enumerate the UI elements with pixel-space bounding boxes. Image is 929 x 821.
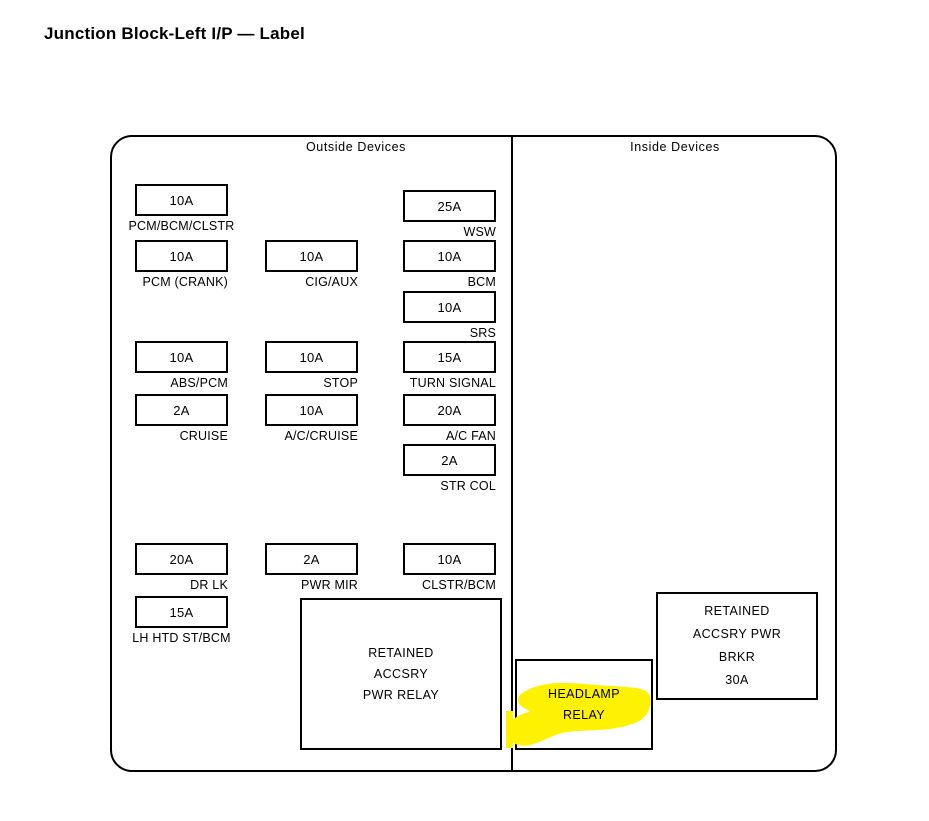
fuse-rating[interactable]: 20A [135, 543, 228, 575]
fuse-rating[interactable]: 20A [403, 394, 496, 426]
fuse-label: CLSTR/BCM [421, 578, 496, 592]
fuse-rating[interactable]: 10A [265, 394, 358, 426]
fuse-rating[interactable]: 10A [403, 240, 496, 272]
relay-label-line: 30A [725, 673, 749, 687]
fuse-label: A/C/CRUISE [284, 429, 358, 443]
fuse-label: PCM (CRANK) [142, 275, 228, 289]
fuse-rating[interactable]: 10A [135, 240, 228, 272]
relay-label-line: ACCSRY PWR [692, 627, 782, 641]
fuse-rating[interactable]: 25A [403, 190, 496, 222]
fuse-label: WSW [463, 225, 496, 239]
fuse-label: TURN SIGNAL [409, 376, 496, 390]
fuse-rating[interactable]: 10A [265, 240, 358, 272]
relay-label-line: PWR RELAY [362, 687, 440, 702]
fuse-cell[interactable]: 25A WSW [403, 190, 496, 241]
fuse-label: PCM/BCM/CLSTR [128, 219, 235, 233]
section-divider [511, 135, 513, 772]
fuse-cell[interactable]: 2A CRUISE [135, 394, 228, 445]
fuse-cell[interactable]: 10A BCM [403, 240, 496, 291]
fuse-rating[interactable]: 2A [265, 543, 358, 575]
fuse-cell[interactable]: 2A PWR MIR [265, 543, 358, 594]
fuse-cell[interactable]: 15A LH HTD ST/BCM [132, 596, 231, 647]
fuse-label: BCM [467, 275, 496, 289]
relay-label-line: HEADLAMP [548, 686, 620, 701]
fuse-cell[interactable]: 20A A/C FAN [403, 394, 496, 445]
fuse-rating[interactable]: 10A [403, 543, 496, 575]
fuse-rating[interactable]: 10A [135, 341, 228, 373]
relay-label-line: ACCSRY [373, 666, 429, 681]
fuse-cell[interactable]: 10A CIG/AUX [265, 240, 358, 291]
fuse-cell[interactable]: 10A CLSTR/BCM [403, 543, 496, 594]
fuse-label: CIG/AUX [305, 275, 358, 289]
fuse-label: CRUISE [179, 429, 228, 443]
fuse-cell[interactable]: 15A TURN SIGNAL [403, 341, 496, 392]
fuse-label: STR COL [440, 479, 496, 493]
relay-label-line: RETAINED [704, 604, 770, 618]
relay-label-line: RETAINED [368, 645, 434, 660]
fuse-rating[interactable]: 2A [135, 394, 228, 426]
fuse-cell[interactable]: 10A PCM (CRANK) [135, 240, 228, 291]
fuse-rating[interactable]: 2A [403, 444, 496, 476]
headlamp-relay-box[interactable]: HEADLAMP RELAY [515, 659, 653, 750]
fuse-label: PWR MIR [301, 578, 358, 592]
relay-label-line: BRKR [718, 650, 756, 664]
fuse-cell[interactable]: 20A DR LK [135, 543, 228, 594]
fuse-cell[interactable]: 10A STOP [265, 341, 358, 392]
fuse-label: STOP [323, 376, 358, 390]
fuse-rating[interactable]: 10A [265, 341, 358, 373]
fuse-label: ABS/PCM [170, 376, 228, 390]
fuse-rating[interactable]: 10A [403, 291, 496, 323]
fuse-label: DR LK [190, 578, 228, 592]
fuse-label: A/C FAN [445, 429, 496, 443]
fuse-cell[interactable]: 10A PCM/BCM/CLSTR [128, 184, 235, 235]
fuse-label: SRS [469, 326, 496, 340]
retained-accsry-pwr-brkr-box[interactable]: RETAINED ACCSRY PWR BRKR 30A [656, 592, 818, 700]
fuse-rating[interactable]: 10A [135, 184, 228, 216]
fuse-label: LH HTD ST/BCM [132, 631, 231, 645]
fuse-rating[interactable]: 15A [135, 596, 228, 628]
fuse-cell[interactable]: 10A ABS/PCM [135, 341, 228, 392]
fuse-cell[interactable]: 2A STR COL [403, 444, 496, 495]
fuse-rating[interactable]: 15A [403, 341, 496, 373]
page-title: Junction Block-Left I/P — Label [44, 24, 305, 43]
relay-label-line: RELAY [562, 707, 606, 722]
section-heading-inside-devices: Inside Devices [630, 140, 720, 154]
fuse-cell[interactable]: 10A A/C/CRUISE [265, 394, 358, 445]
fuse-cell[interactable]: 10A SRS [403, 291, 496, 342]
section-heading-outside-devices: Outside Devices [305, 140, 406, 154]
retained-accsry-pwr-relay-box[interactable]: RETAINED ACCSRY PWR RELAY [300, 598, 502, 750]
